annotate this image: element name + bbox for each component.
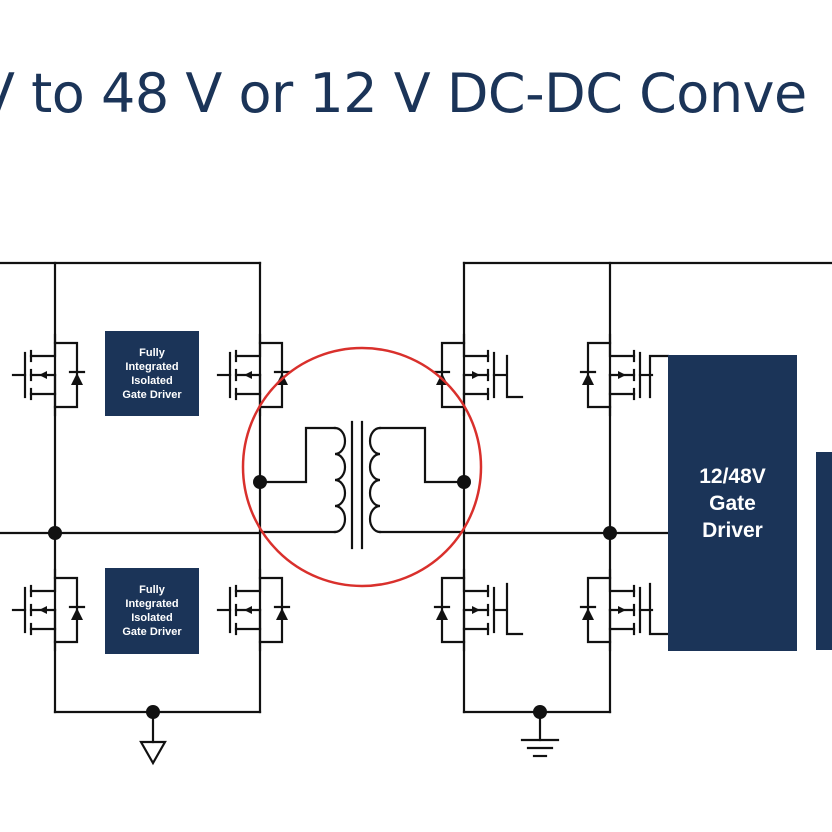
gate-driver-links (505, 354, 670, 636)
gate-driver-12-48v: 12/48V Gate Driver (668, 355, 797, 651)
ground-triangle-icon (139, 740, 167, 766)
page-title: V to 48 V or 12 V DC-DC Conve (0, 62, 807, 125)
isolated-gate-driver-top-label: Fully Integrated Isolated Gate Driver (122, 346, 182, 401)
controller-block-partial (816, 452, 832, 650)
mosfet-q5 (433, 333, 508, 417)
isolated-gate-driver-bottom: Fully Integrated Isolated Gate Driver (105, 568, 199, 654)
gate-driver-12-48v-label: 12/48V Gate Driver (699, 464, 766, 542)
mosfet-q6 (579, 333, 654, 417)
isolated-gate-driver-top: Fully Integrated Isolated Gate Driver (105, 331, 199, 416)
mosfet-q8 (579, 568, 654, 652)
mosfet-q2 (216, 333, 291, 417)
transformer-highlight-circle (241, 346, 483, 588)
isolated-gate-driver-bottom-label: Fully Integrated Isolated Gate Driver (122, 584, 182, 638)
mosfet-q3 (11, 568, 86, 652)
earth-ground-icon (520, 738, 560, 758)
mosfet-q1 (11, 333, 86, 417)
mosfet-q7 (433, 568, 508, 652)
transformer (258, 420, 466, 550)
junction-dots (48, 475, 617, 719)
mosfet-q4 (216, 568, 291, 652)
